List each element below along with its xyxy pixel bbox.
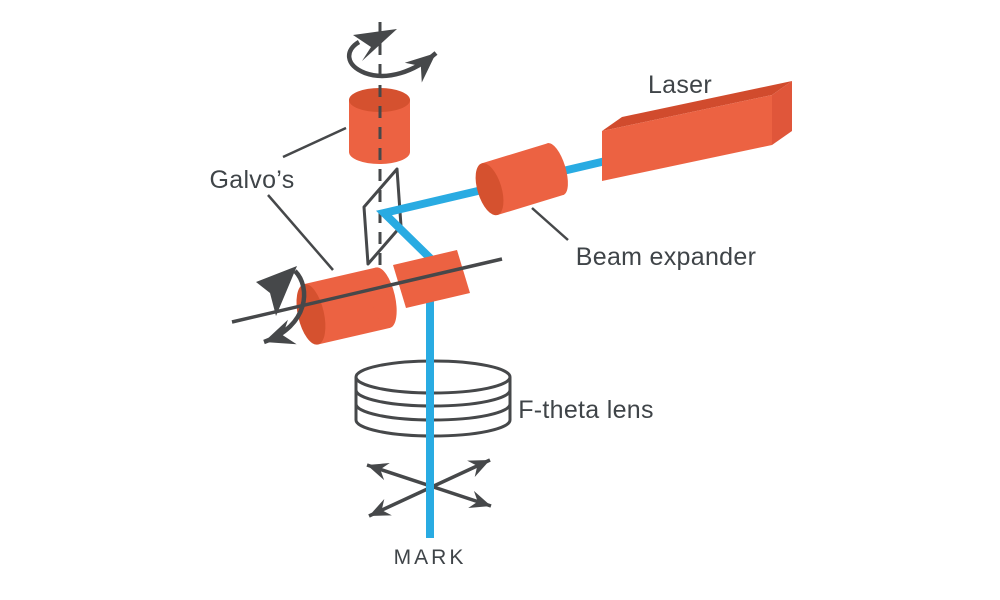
label-f-theta-lens: F-theta lens <box>518 396 654 424</box>
label-mark: MARK <box>393 546 467 569</box>
beam-expander-cylinder <box>475 142 568 216</box>
laser-front-face <box>602 95 772 181</box>
label-galvos: Galvo’s <box>209 166 295 194</box>
galvo-top-top-cap <box>349 88 410 112</box>
galvos-callout-line-bottom <box>267 194 334 271</box>
beam-expander-right-cap <box>543 143 568 196</box>
rotation-arc-top <box>347 40 438 83</box>
rotation-arrowhead-top-left <box>353 29 397 61</box>
galvos-callout-line-top <box>282 126 347 159</box>
label-beam-expander: Beam expander <box>575 243 757 271</box>
galvo-mirror-lower <box>393 250 470 308</box>
galvo-bottom-body <box>303 267 391 345</box>
rotation-arrowhead-bottom-top <box>256 266 297 316</box>
beam-expander-callout-line <box>531 207 569 241</box>
label-laser: Laser <box>647 71 713 99</box>
laser-top-face <box>602 81 792 131</box>
laser-end-face <box>772 81 792 145</box>
laser-source <box>602 81 792 181</box>
horizontal-axis-line <box>231 257 503 324</box>
beam-expander-left-cap <box>475 163 504 216</box>
galvo-bottom-right-cap <box>369 267 397 329</box>
rotation-arrow-top <box>347 29 438 83</box>
galvo-motor-bottom <box>296 267 397 345</box>
